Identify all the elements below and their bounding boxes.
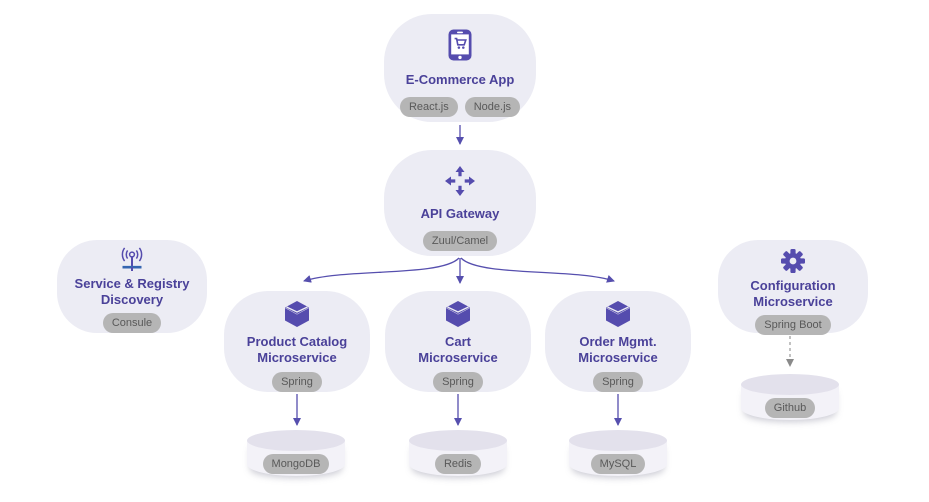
- tech-tag: Consule: [102, 313, 162, 333]
- node-api-gateway: API Gateway Zuul/Camel: [384, 150, 536, 256]
- node-title: Cart: [444, 334, 471, 349]
- edge-gateway-to-order: [460, 257, 615, 283]
- cylinder-top: [569, 430, 667, 451]
- node-title: Configuration: [750, 278, 836, 293]
- database-mongodb: MongoDB: [247, 430, 345, 484]
- tech-tag: Zuul/Camel: [422, 231, 498, 251]
- node-title: Microservice: [578, 350, 658, 365]
- tech-tag: Node.js: [464, 97, 521, 117]
- node-product-catalog-microservice: Product Catalog Microservice Spring: [224, 291, 370, 392]
- node-configuration-microservice: Configuration Microservice Spring Boot: [718, 240, 868, 335]
- cylinder-top: [247, 430, 345, 451]
- mobile-shopping-cart-icon: [448, 29, 472, 61]
- database-redis: Redis: [409, 430, 507, 484]
- node-title: Microservice: [418, 350, 498, 365]
- cylinder-top: [741, 374, 839, 395]
- cube-icon: [282, 300, 312, 328]
- arrows-move-icon: [445, 166, 475, 196]
- cube-icon: [603, 300, 633, 328]
- node-cart-microservice: Cart Microservice Spring: [385, 291, 531, 392]
- node-service-registry-discovery: Service & Registry Discovery Consule: [57, 240, 207, 333]
- database-label: Github: [764, 398, 816, 418]
- database-label: MongoDB: [262, 454, 330, 474]
- tech-tag: Spring: [272, 372, 322, 392]
- database-github: Github: [741, 374, 839, 428]
- node-title: Microservice: [753, 294, 833, 309]
- tech-tag: React.js: [399, 97, 458, 117]
- cube-icon: [443, 300, 473, 328]
- node-title: Discovery: [100, 292, 164, 307]
- node-title: Order Mgmt.: [579, 334, 657, 349]
- node-order-mgmt-microservice: Order Mgmt. Microservice Spring: [545, 291, 691, 392]
- tech-tag: Spring: [593, 372, 643, 392]
- tech-tag: Spring Boot: [755, 315, 831, 335]
- edge-gateway-to-catalog: [303, 257, 460, 283]
- cylinder-top: [409, 430, 507, 451]
- broadcast-antenna-icon: [114, 247, 150, 273]
- tech-tag: Spring: [433, 372, 483, 392]
- node-title: Product Catalog: [246, 334, 348, 349]
- database-mysql: MySQL: [569, 430, 667, 484]
- node-title: E-Commerce App: [405, 72, 515, 87]
- database-label: MySQL: [590, 454, 646, 474]
- node-title: Service & Registry: [74, 276, 190, 291]
- node-title: Microservice: [257, 350, 337, 365]
- node-ecommerce-app: E-Commerce App React.js Node.js: [384, 14, 536, 122]
- node-title: API Gateway: [420, 206, 500, 221]
- gear-icon: [780, 248, 806, 274]
- database-label: Redis: [434, 454, 482, 474]
